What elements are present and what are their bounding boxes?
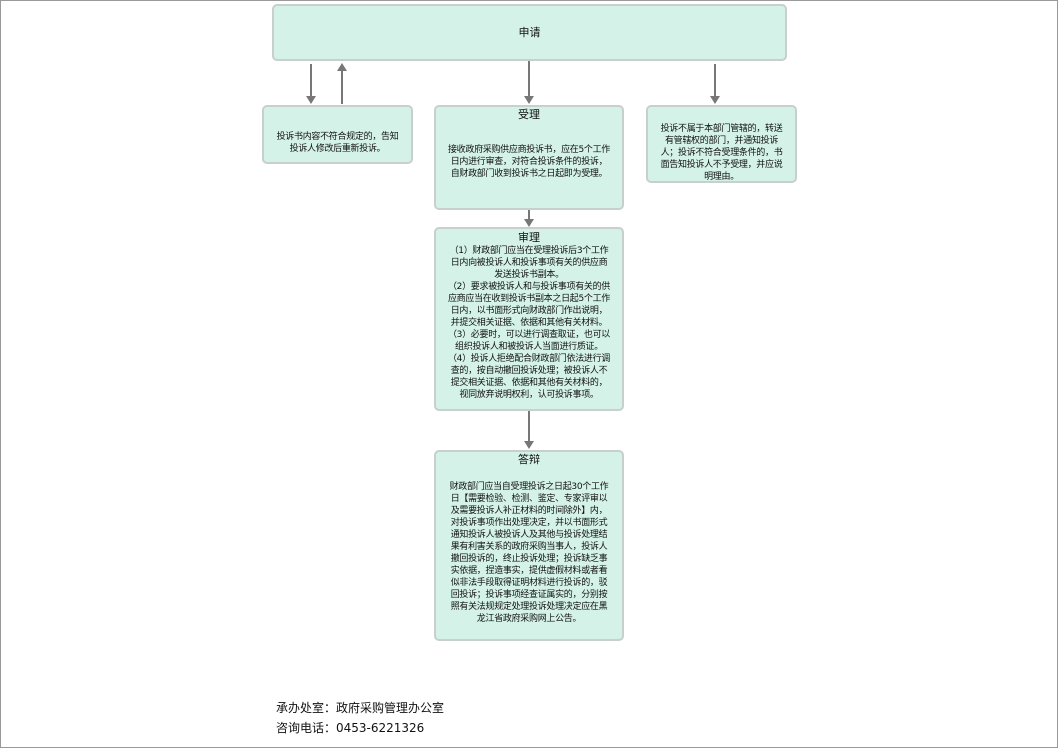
text-line: 应商应当在收到投诉书副本之日起5个工作 [447,294,611,304]
reply-box: 答辩 财政部门应当自受理投诉之日起30个工作日【需要检验、检测、鉴定、专家评审以… [434,450,624,641]
text-line: 龙江省政府采购网上公告。 [476,614,582,624]
text-line: 明理由。 [704,172,739,182]
arrow-line [341,71,343,104]
text-line: （3）必要时，可以进行调查取证，也可以 [447,330,611,340]
text-line: 查的，按自动撤回投诉处理；被投诉人不 [450,366,608,376]
text-line: 果有利害关系的政府采购当事人，投诉人 [450,542,608,552]
text-line: 日【需要检验、检测、鉴定、专家评审以 [450,494,608,504]
arrow-line [528,210,530,220]
arrow-down-icon [524,441,534,449]
text-line: 日内进行审查，对符合投诉条件的投诉， [450,157,608,167]
text-line: 自财政部门收到投诉书之日起即为受理。 [450,169,608,179]
text-line: 有管辖权的部门，并通知投诉 [664,136,779,146]
arrow-up-icon [337,63,347,71]
text-line: 财政部门应当自受理投诉之日起30个工作 [449,482,609,492]
text-line: 日内向被投诉人和投诉事项有关的供应商 [450,258,608,268]
review-text: （1）财政部门应当在受理投诉后3个工作日内向被投诉人和投诉事项有关的供应商发送投… [436,245,622,401]
text-line: 投诉不属于本部门管辖的，转送 [660,124,783,134]
footer-office: 承办处室：政府采购管理办公室 [276,701,445,715]
arrow-line [528,411,530,442]
text-line: 撤回投诉的，终止投诉处理；投诉缺乏事 [450,554,608,564]
arrow-line [714,64,716,97]
footer-phone: 咨询电话：0453-6221326 [276,721,425,735]
reply-text: 财政部门应当自受理投诉之日起30个工作日【需要检验、检测、鉴定、专家评审以及需要… [436,481,622,625]
text-line: 并提交相关证据、依据和其他有关材料。 [450,318,608,328]
text-line: 对投诉事项作出处理决定，并以书面形式 [450,518,608,528]
accept-box: 受理 接收政府采购供应商投诉书，应在5个工作日内进行审查，对符合投诉条件的投诉，… [434,105,624,210]
reject-right-box: 投诉不属于本部门管辖的，转送有管辖权的部门，并通知投诉人；投诉不符合受理条件的，… [646,105,797,183]
text-line: 日内，以书面形式向财政部门作出说明， [450,306,608,316]
text-line: 通知投诉人被投诉人及其他与投诉处理结 [450,530,608,540]
text-line: （2）要求被投诉人和与投诉事项有关的供 [447,282,611,292]
arrow-down-icon [710,96,720,104]
arrow-line [310,64,312,97]
arrow-line [528,61,530,97]
text-line: 面告知投诉人不予受理，并应说 [660,160,783,170]
text-line: 实依据，捏造事实，提供虚假材料或者看 [450,566,608,576]
arrow-down-icon [306,96,316,104]
text-line: 人；投诉不符合受理条件的，书 [660,148,783,158]
arrow-down-icon [524,219,534,227]
reply-title: 答辩 [518,453,540,466]
accept-title: 受理 [518,108,540,121]
text-line: 视同放弃说明权利，认可投诉事项。 [459,390,599,400]
text-line: （4）投诉人拒绝配合财政部门依法进行调 [447,354,611,364]
text-line: 似非法手段取得证明材料进行投诉的，驳 [450,578,608,588]
apply-box: 申请 [272,4,787,61]
text-line: 接收政府采购供应商投诉书，应在5个工作 [447,145,611,155]
text-line: 投诉人修改后重新投诉。 [289,144,386,154]
text-line: 及需要投诉人补正材料的时间除外】内， [450,506,608,516]
review-box: 审理 （1）财政部门应当在受理投诉后3个工作日内向被投诉人和投诉事项有关的供应商… [434,227,624,411]
text-line: 提交相关证据、依据和其他有关材料的， [450,378,608,388]
reject-left-box: 投诉书内容不符合规定的，告知投诉人修改后重新投诉。 [262,105,413,164]
text-line: 照有关法规规定处理投诉处理决定应在黑 [450,602,608,612]
arrow-down-icon [524,96,534,104]
text-line: 组织投诉人和被投诉人当面进行质证。 [455,342,603,352]
text-line: 回投诉；投诉事项经查证属实的，分别按 [450,590,608,600]
accept-text: 接收政府采购供应商投诉书，应在5个工作日内进行审查，对符合投诉条件的投诉， 自财政… [436,144,622,180]
review-title: 审理 [518,231,540,244]
text-line: （1）财政部门应当在受理投诉后3个工作 [449,246,609,256]
text-line: 投诉书内容不符合规定的，告知 [276,132,399,142]
text-line: 发送投诉书副本。 [494,270,564,280]
